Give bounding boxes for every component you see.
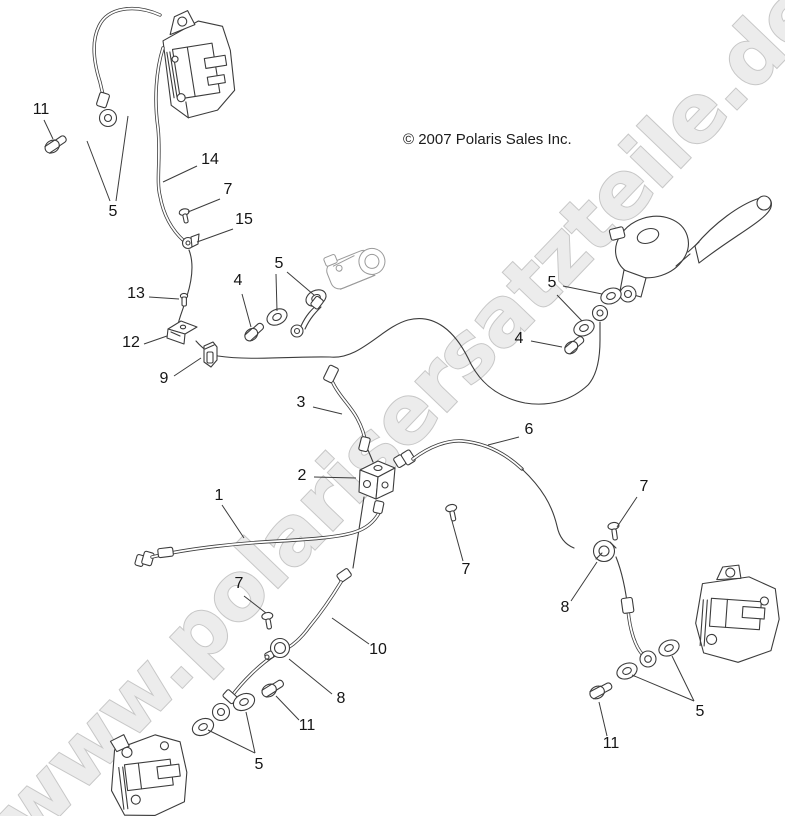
callout-5-leader-line	[86, 140, 111, 202]
callout-7-leader-line	[243, 595, 267, 614]
callout-7-leader-line	[451, 520, 464, 562]
hose-3-drawing	[323, 364, 371, 453]
screw-7-drawing	[178, 208, 190, 224]
callout-8-leader-line	[288, 658, 333, 695]
callout-7-label: 7	[235, 575, 244, 592]
washer-drawing	[658, 639, 680, 657]
callout-11-leader-line	[598, 701, 608, 737]
bolt-11-drawing	[261, 679, 284, 698]
callout-6-label: 6	[525, 421, 534, 438]
bolt-11-drawing	[589, 682, 613, 700]
washer-drawing	[573, 319, 595, 337]
callout-11-leader-line	[43, 119, 54, 140]
washer-drawing	[232, 692, 256, 712]
callout-5-leader-line	[207, 729, 256, 754]
callout-5-leader-line	[115, 115, 129, 202]
callout-3-label: 3	[297, 394, 306, 411]
callout-8-leader-line	[570, 561, 598, 602]
callout-4-label: 4	[515, 330, 524, 347]
washer-drawing	[266, 308, 288, 326]
screw-7-drawing	[445, 503, 458, 522]
callout-5-label: 5	[548, 274, 557, 291]
callout-15-leader-line	[196, 228, 234, 243]
callout-12-label: 12	[122, 334, 140, 351]
callout-11-label: 11	[299, 717, 316, 734]
callout-1-label: 1	[215, 487, 224, 504]
hose-1-drawing	[134, 500, 385, 567]
junction-block-drawing	[358, 449, 396, 500]
callout-13-label: 13	[127, 285, 145, 302]
callout-11-label: 11	[33, 101, 50, 118]
callout-2-label: 2	[298, 467, 307, 484]
banjo-bolt-4-drawing	[244, 322, 265, 342]
front-caliper-hose-drawing	[92, 7, 162, 128]
clamp-12-drawing	[166, 320, 198, 345]
screw-13-drawing	[179, 292, 189, 307]
banjo-pipe-drawing	[290, 295, 324, 338]
front-caliper-drawing	[162, 10, 236, 119]
callout-10-label: 10	[369, 641, 387, 658]
washer-drawing	[600, 287, 622, 305]
callout-5-label: 5	[275, 255, 284, 272]
washer-drawing	[191, 717, 215, 737]
screw-7-drawing	[261, 611, 274, 630]
callout-4-leader-line	[530, 340, 563, 348]
callout-2-leader-line	[313, 476, 357, 479]
callout-5-leader-line	[631, 674, 695, 702]
washer-drawing	[616, 662, 638, 680]
callout-5-label: 5	[255, 756, 264, 773]
callout-5-label: 5	[696, 703, 705, 720]
callout-5-leader-line	[556, 294, 583, 322]
screw-7-drawing	[607, 521, 620, 541]
callout-7-label: 7	[640, 478, 649, 495]
callout-14-label: 14	[201, 151, 219, 168]
callout-9-leader-line	[173, 357, 202, 377]
callout-8-label: 8	[337, 690, 346, 707]
callout-5-leader-line	[671, 655, 695, 702]
callout-11-label: 11	[603, 735, 620, 752]
callout-5-leader-line	[245, 711, 256, 754]
callout-7-leader-line	[187, 198, 221, 213]
grommet-8-drawing	[592, 539, 617, 563]
callout-8-label: 8	[561, 599, 570, 616]
callout-12-leader-line	[143, 335, 168, 345]
callout-7-leader-line	[616, 496, 638, 528]
callout-4-label: 4	[234, 272, 243, 289]
rear-right-caliper-drawing	[695, 564, 780, 663]
callout-11-leader-line	[275, 695, 300, 721]
callout-13-leader-line	[148, 296, 180, 300]
callout-9-label: 9	[160, 370, 169, 387]
p-clamp-8-drawing	[264, 637, 291, 661]
copyright-notice: © 2007 Polaris Sales Inc.	[403, 131, 572, 148]
callout-3-leader-line	[312, 406, 343, 415]
callout-14-leader-line	[162, 165, 198, 183]
rear-left-caliper-drawing	[109, 734, 188, 816]
mc-banjo-fitting-drawing	[591, 304, 609, 322]
callout-5-leader-line	[275, 273, 278, 312]
callout-1-leader-line	[221, 504, 245, 539]
banjo-bolt-4-drawing	[564, 335, 585, 355]
callout-7-label: 7	[224, 181, 233, 198]
hose-clip-15-drawing	[181, 233, 200, 250]
callout-5-label: 5	[109, 203, 118, 220]
master-cylinder-drawing	[608, 195, 772, 303]
clip-9-drawing	[203, 341, 218, 368]
bolt-11-drawing	[44, 135, 67, 154]
callout-10-leader-line	[331, 617, 370, 645]
callout-7-label: 7	[462, 561, 471, 578]
hose-6-drawing	[393, 439, 657, 668]
callout-4-leader-line	[241, 293, 252, 328]
callout-6-leader-line	[487, 436, 520, 446]
callout-5-leader-line	[562, 285, 603, 295]
callout-15-label: 15	[235, 211, 253, 228]
reference-actuator-drawing	[323, 247, 386, 290]
callout-5-leader-line	[286, 271, 315, 296]
